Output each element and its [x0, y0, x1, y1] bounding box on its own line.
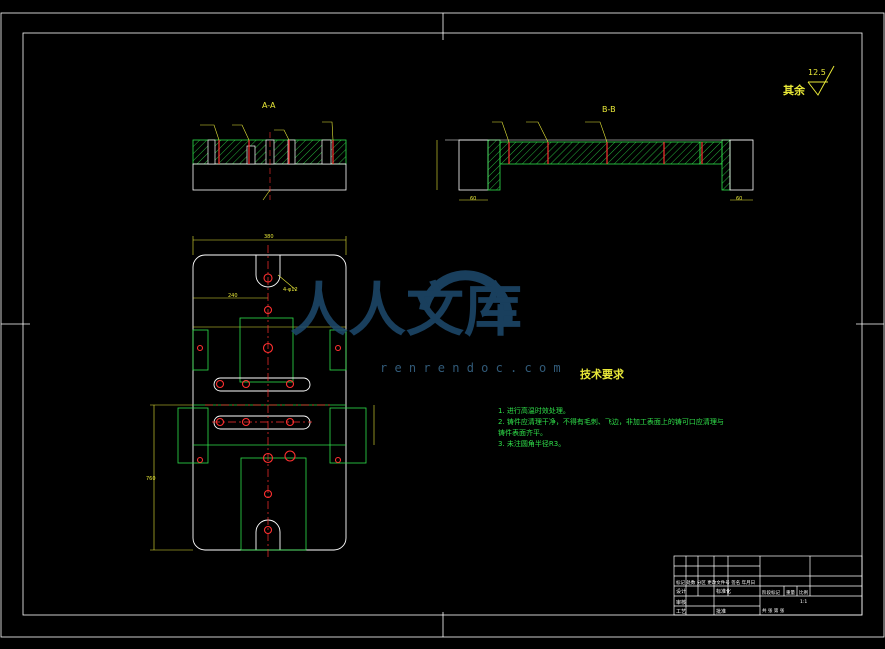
tech-item-1: 1. 进行高温时效处理。	[498, 406, 570, 415]
title-scale-value: 1:1	[800, 599, 807, 605]
technical-requirements: 技术要求 1. 进行高温时效处理。 2. 铸件应清理干净，不得有毛刺、飞边，非加…	[498, 367, 724, 448]
watermark-brand: 人人文库	[290, 276, 522, 344]
title-weight: 重量	[786, 589, 795, 596]
title-sheets: 共 张 第 张	[762, 607, 785, 614]
title-row-mark: 标记 处数 分区 更改文件号 签名 年月日	[676, 579, 755, 586]
title-scale: 比例	[799, 589, 808, 596]
surface-finish-symbol: 12.5 其余	[783, 65, 835, 97]
title-block: 标记 处数 分区 更改文件号 签名 年月日 设计 标准化 阶段标记 重量 比例 …	[673, 555, 863, 616]
b-left-dimension: 60	[470, 196, 476, 202]
watermark-url: r e n r e n d o c . c o m	[380, 361, 561, 375]
surface-finish-label: 其余	[783, 83, 806, 97]
tech-item-2: 2. 铸件应清理干净，不得有毛刺、飞边，非加工表面上的铸可口应清理与	[498, 417, 724, 426]
title-check: 审核	[676, 599, 686, 606]
tech-title: 技术要求	[580, 367, 625, 381]
plan-inner-dimension: 240	[228, 293, 238, 299]
surface-finish-value: 12.5	[808, 68, 826, 77]
title-standard: 标准化	[716, 588, 731, 595]
title-approve: 批准	[716, 608, 726, 615]
drawing-frame	[0, 12, 885, 638]
title-process: 工艺	[676, 609, 686, 615]
section-a-label: A-A	[262, 101, 276, 110]
plan-view: 380 240 760 4-φ12	[146, 234, 375, 560]
tech-item-2b: 铸件表面齐平。	[498, 428, 547, 437]
title-designer: 设计	[676, 588, 686, 595]
title-stage-mark: 阶段标记	[762, 589, 780, 596]
section-b-view: B-B 60 60	[436, 105, 754, 202]
hole-callout: 4-φ12	[283, 287, 298, 293]
section-b-label: B-B	[602, 105, 616, 114]
section-a-view: A-A	[192, 101, 347, 201]
b-right-dimension: 60	[736, 196, 742, 202]
watermark: 人人文库 r e n r e n d o c . c o m	[290, 270, 561, 375]
plan-width-dimension: 380	[264, 234, 274, 240]
plan-height-dimension: 760	[146, 476, 156, 482]
tech-item-3: 3. 未注圆角半径R3。	[498, 439, 565, 448]
